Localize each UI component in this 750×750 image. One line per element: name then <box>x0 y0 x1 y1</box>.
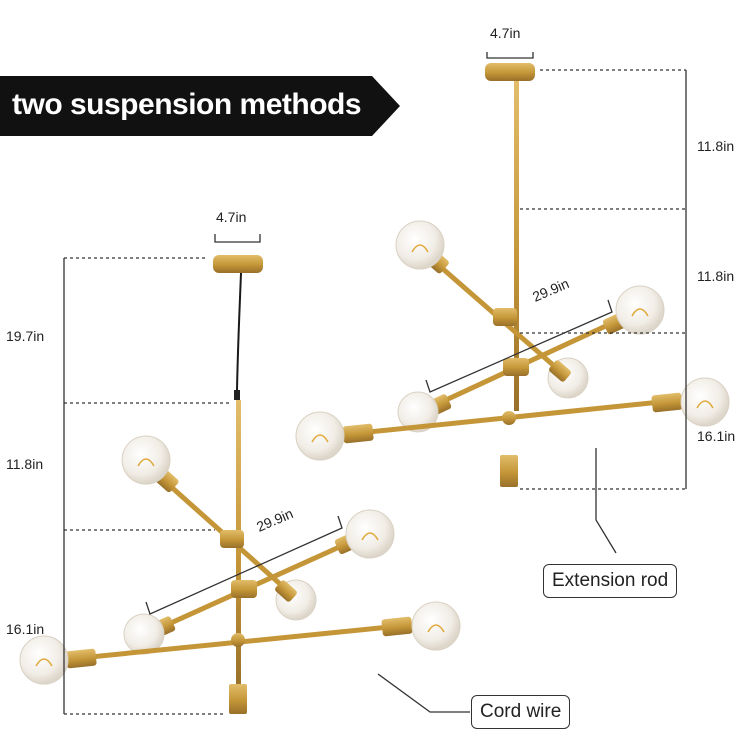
right-body-height-label: 16.1in <box>697 428 736 444</box>
left-canopy-width-label: 4.7in <box>216 209 247 225</box>
right-rod-lower-label: 11.8in <box>697 268 735 284</box>
left-bulb-5 <box>19 635 69 685</box>
right-bulb-6 <box>680 377 730 427</box>
left-fixture <box>19 234 470 715</box>
right-canopy <box>485 63 535 81</box>
left-bulb-3 <box>345 509 395 559</box>
banner-title: two suspension methods <box>12 88 362 121</box>
right-extension-rod <box>514 81 519 411</box>
extension-rod-callout: Extension rod <box>543 564 678 598</box>
left-body-height-label: 16.1in <box>6 621 45 637</box>
cord-wire-callout: Cord wire <box>471 695 571 729</box>
right-bulb-5 <box>295 411 345 461</box>
left-cord <box>236 272 242 391</box>
right-fixture <box>295 52 730 554</box>
right-bulb-3 <box>615 285 665 335</box>
right-rod-upper-label: 11.8in <box>697 138 735 154</box>
right-bulb-4 <box>397 391 439 433</box>
banner-background <box>0 76 400 136</box>
right-canopy-width-label: 4.7in <box>490 25 521 41</box>
left-cord-length-label: 19.7in <box>6 328 45 344</box>
left-canopy <box>213 255 263 273</box>
left-bulb-1 <box>121 435 171 485</box>
left-bulb-6 <box>411 601 461 651</box>
left-rod-length-label: 11.8in <box>6 456 44 472</box>
